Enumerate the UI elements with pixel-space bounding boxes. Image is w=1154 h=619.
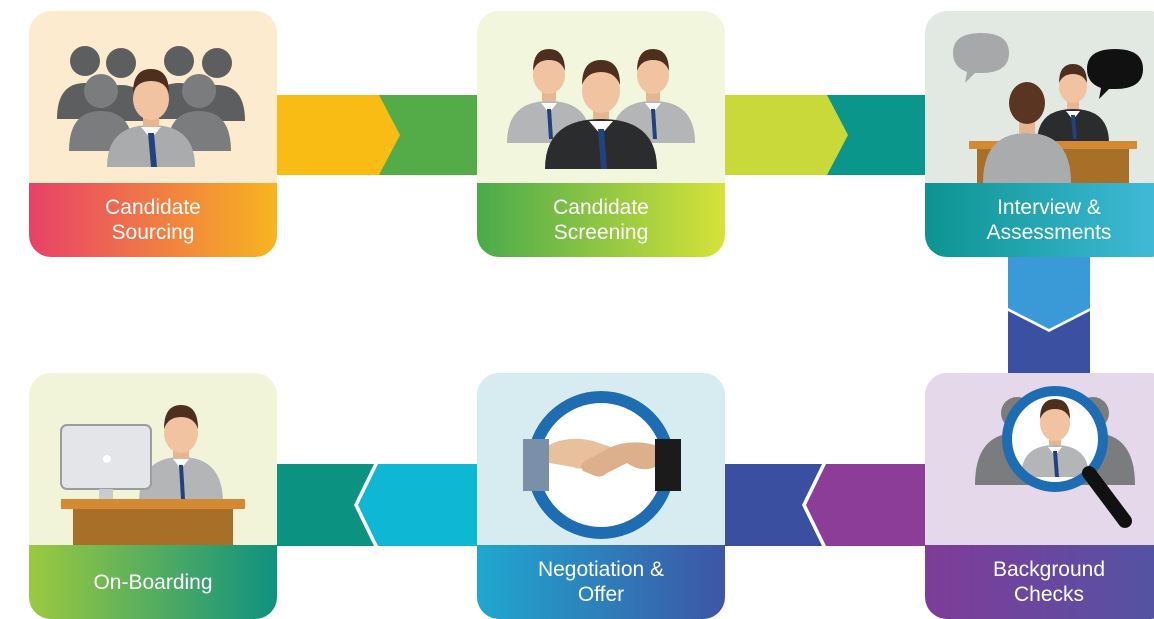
arrow-segment-lime [723,95,849,175]
step-label: On-Boarding [29,545,277,619]
connector-background-to-negotiation [722,464,928,546]
step-illustration [477,11,725,183]
arrow-segment-green [379,95,480,175]
connector-screening-to-interview [723,95,928,175]
arrow-segment-dark-teal [274,464,374,546]
step-label-text: Background Checks [992,558,1106,606]
connector-negotiation-to-onboarding [274,464,480,546]
arrow-segment-purple [806,464,928,546]
step-label: Background Checks [925,545,1154,619]
connector-sourcing-to-screening [275,95,480,175]
magnifier-icon [975,386,1135,528]
step-label-text: Negotiation & Offer [537,558,665,606]
step-label-text: Candidate Screening [553,196,649,244]
crowd-person-icon [57,46,245,167]
step-card-candidate-sourcing: Candidate Sourcing [29,11,277,257]
interview-icon [953,33,1143,183]
arrow-segment-cyan [358,464,480,546]
step-card-background-checks: Background Checks [925,373,1154,619]
step-label-text: Candidate Sourcing [105,196,201,244]
step-label: Candidate Screening [477,183,725,257]
arrow-segment-indigo [1008,311,1090,377]
handshake-icon [523,391,681,539]
speech-bubble-icon [953,33,1009,83]
step-illustration [925,11,1154,183]
arrow-segment-indigo-left [722,464,822,546]
arrow-segment-blue [1008,255,1090,329]
arrow-segment-yellow [275,95,401,175]
step-label: Candidate Sourcing [29,183,277,257]
desk-computer-icon [60,405,245,545]
step-label-text: On-Boarding [93,570,213,594]
step-card-interview-assessments: Interview & Assessments [925,11,1154,257]
arrow-segment-teal [827,95,928,175]
speech-bubble-icon [1087,49,1143,99]
step-card-on-boarding: On-Boarding [29,373,277,619]
step-illustration [29,11,277,183]
connector-interview-to-background [1008,255,1090,377]
step-label: Interview & Assessments [925,183,1154,257]
step-card-candidate-screening: Candidate Screening [477,11,725,257]
step-card-negotiation-offer: Negotiation & Offer [477,373,725,619]
step-label: Negotiation & Offer [477,545,725,619]
step-label-text: Interview & Assessments [986,196,1112,244]
step-illustration [925,373,1154,545]
step-illustration [477,373,725,545]
step-illustration [29,373,277,545]
team-screening-icon [507,49,695,169]
